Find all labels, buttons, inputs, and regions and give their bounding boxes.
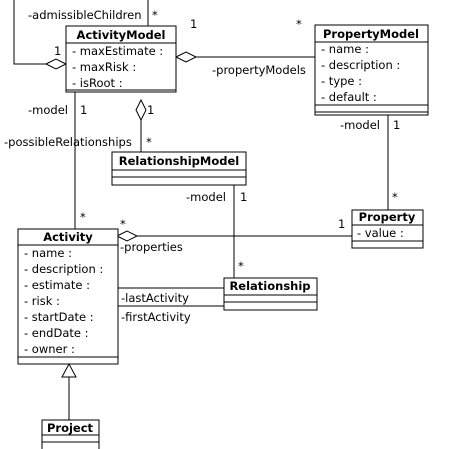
attribute: - name : — [24, 246, 72, 260]
attribute: - owner : — [24, 342, 75, 356]
role-label-first-activity: -firstActivity — [121, 310, 191, 324]
properties-aggregation-diamond — [115, 230, 139, 242]
role-label-model: -model — [186, 190, 226, 204]
class-name: Property — [359, 210, 416, 224]
multiplicity-label: * — [120, 217, 126, 231]
role-label-properties: -properties — [120, 240, 183, 254]
class-name: Activity — [43, 230, 93, 244]
generalization-triangle — [61, 362, 77, 378]
class-activity[interactable]: Activity - name : - description : - esti… — [17, 228, 119, 365]
attribute: - endDate : — [24, 326, 89, 340]
class-relationship-model[interactable]: RelationshipModel — [111, 151, 247, 186]
class-property[interactable]: Property - value : — [351, 209, 424, 249]
multiplicity-label: * — [146, 135, 152, 149]
multiplicity-label: * — [152, 8, 158, 22]
class-relationship[interactable]: Relationship — [223, 277, 318, 311]
role-label-model: -model — [28, 103, 68, 117]
attribute: - risk : — [24, 294, 60, 308]
attribute: - type : — [321, 74, 362, 88]
attribute: - value : — [357, 226, 404, 240]
class-name: Project — [47, 421, 94, 435]
multiplicity-label: * — [296, 17, 302, 31]
class-name: PropertyModel — [323, 27, 419, 41]
multiplicity-label: 1 — [80, 103, 87, 117]
multiplicity-label: * — [80, 210, 86, 224]
multiplicity-label: * — [238, 259, 244, 273]
attribute: - maxEstimate : — [72, 44, 163, 58]
property-models-aggregation-diamond — [174, 51, 198, 63]
class-name: RelationshipModel — [119, 154, 239, 168]
class-name: Relationship — [229, 279, 310, 293]
admissible-children-aggregation-diamond — [44, 58, 68, 70]
possible-relationships-aggregation-diamond — [135, 98, 147, 122]
admissible-children-loop — [13, 0, 51, 65]
multiplicity-label: 1 — [54, 44, 61, 58]
multiplicity-label: 1 — [393, 118, 400, 132]
multiplicity-label: 1 — [147, 103, 154, 117]
attribute: - isRoot : — [72, 76, 123, 90]
class-project[interactable]: Project — [41, 419, 100, 449]
class-name: ActivityModel — [77, 28, 166, 42]
class-activity-model[interactable]: ActivityModel - maxEstimate : - maxRisk … — [65, 25, 177, 93]
attribute: - startDate : — [24, 310, 94, 324]
attribute: - default : — [321, 90, 377, 104]
role-label-admissible-children: -admissibleChildren — [28, 8, 142, 22]
multiplicity-label: 1 — [190, 17, 197, 31]
role-label-model: -model — [340, 118, 380, 132]
attribute: - description : — [321, 58, 400, 72]
role-label-possible-relationships: -possibleRelationships — [4, 135, 132, 149]
class-property-model[interactable]: PropertyModel - name : - description : -… — [314, 24, 429, 116]
multiplicity-label: 1 — [240, 190, 247, 204]
attribute: - name : — [321, 42, 369, 56]
attribute: - estimate : — [24, 278, 90, 292]
role-label-property-models: -propertyModels — [212, 63, 306, 77]
multiplicity-label: * — [392, 190, 398, 204]
role-label-last-activity: -lastActivity — [121, 291, 189, 305]
multiplicity-label: 1 — [338, 217, 345, 231]
attribute: - description : — [24, 262, 103, 276]
attribute: - maxRisk : — [72, 60, 136, 74]
